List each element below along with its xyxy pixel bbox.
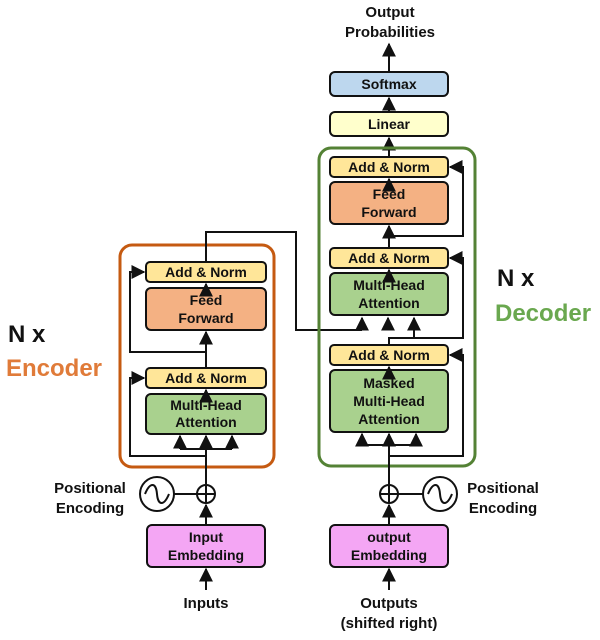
input-embedding-label-1: Input <box>189 529 224 545</box>
dec-q-path <box>388 316 421 345</box>
decoder-add-norm-bottom-label: Add & Norm <box>348 347 430 363</box>
decoder-add-norm-top-label: Add & Norm <box>348 159 430 175</box>
decoder-frame <box>317 146 477 468</box>
output-embedding-label-2: Embedding <box>351 547 427 563</box>
encoder-feed-forward-label-1: Feed <box>190 292 223 308</box>
encoder-frame <box>118 243 276 469</box>
decoder-masked-label-3: Attention <box>358 411 419 427</box>
decoder-feed-forward-label-2: Forward <box>361 204 416 220</box>
dec-residual-bottom <box>389 348 464 457</box>
encoder-mha-label-1: Multi-Head <box>170 397 242 413</box>
decoder-masked-label-1: Masked <box>363 375 414 391</box>
outputs-label-1: Outputs <box>360 595 418 612</box>
output-probabilities-label-1: Output <box>365 4 414 21</box>
decoder-sine-wave <box>427 484 453 504</box>
encoder-positional-label-2: Encoding <box>56 500 124 517</box>
decoder-nx-label: N x <box>497 265 535 292</box>
dec-residual-middle <box>414 251 464 339</box>
decoder-add-norm-top <box>329 156 449 178</box>
encoder-add-norm-top-label: Add & Norm <box>165 264 247 280</box>
inputs-label: Inputs <box>184 595 229 612</box>
encoder-nx-label: N x <box>8 321 46 348</box>
output-probabilities-label-2: Probabilities <box>345 24 435 41</box>
decoder-title: Decoder <box>495 300 591 327</box>
decoder-masked-label-2: Multi-Head <box>353 393 425 409</box>
decoder-positional-label-2: Encoding <box>469 500 537 517</box>
softmax-label: Softmax <box>361 76 416 92</box>
decoder-positional-label-1: Positional <box>467 480 539 497</box>
encoder-feed-forward-label-2: Forward <box>178 310 233 326</box>
encoder-sine-wave <box>144 484 170 504</box>
output-embedding-label-1: output <box>367 529 411 545</box>
decoder-feed-forward-label-1: Feed <box>373 186 406 202</box>
decoder-mha-label-1: Multi-Head <box>353 277 425 293</box>
enc-residual-top <box>129 265 206 353</box>
enc-residual-bottom <box>129 371 206 457</box>
outputs-label-2: (shifted right) <box>341 615 438 632</box>
encoder-add-norm-bottom-label: Add & Norm <box>165 370 247 386</box>
encoder-title: Encoder <box>6 355 102 382</box>
dec-residual-top <box>389 160 464 237</box>
encoder-mha-label-2: Attention <box>175 414 236 430</box>
input-embedding-label-2: Embedding <box>168 547 244 563</box>
decoder-add-norm-middle-label: Add & Norm <box>348 250 430 266</box>
linear-label: Linear <box>368 116 411 132</box>
encoder-positional-label-1: Positional <box>54 480 126 497</box>
decoder-mha-label-2: Attention <box>358 295 419 311</box>
